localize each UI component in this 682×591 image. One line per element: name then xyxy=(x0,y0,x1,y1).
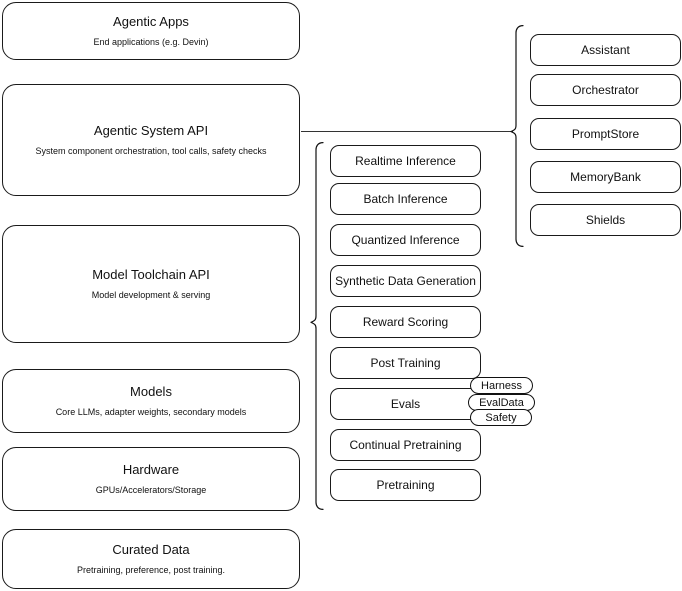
agentic-component-box[interactable]: Orchestrator xyxy=(530,74,681,106)
stack-layer-title: Models xyxy=(130,384,172,400)
stack-layer-subtitle: End applications (e.g. Devin) xyxy=(93,36,209,47)
stack-layer-title: Agentic Apps xyxy=(113,14,189,30)
stack-layer-box[interactable]: Agentic System API System component orche… xyxy=(2,84,300,196)
toolchain-component-box[interactable]: Batch Inference xyxy=(330,183,481,215)
toolchain-component-box[interactable]: Reward Scoring xyxy=(330,306,481,338)
toolchain-component-box[interactable]: Synthetic Data Generation xyxy=(330,265,481,297)
connector-line xyxy=(301,131,513,132)
agentic-component-box[interactable]: PromptStore xyxy=(530,118,681,150)
agentic-component-box[interactable]: Assistant xyxy=(530,34,681,66)
stack-layer-title: Model Toolchain API xyxy=(92,267,210,283)
evals-badge[interactable]: Harness xyxy=(470,377,533,394)
toolchain-component-box[interactable]: Realtime Inference xyxy=(330,145,481,177)
stack-layer-subtitle: Model development & serving xyxy=(91,289,211,300)
stack-layer-subtitle: Core LLMs, adapter weights, secondary mo… xyxy=(55,406,247,417)
toolchain-brace xyxy=(310,142,324,510)
toolchain-component-box[interactable]: Quantized Inference xyxy=(330,224,481,256)
stack-layer-title: Agentic System API xyxy=(93,123,209,139)
agentic-component-box[interactable]: MemoryBank xyxy=(530,161,681,193)
stack-layer-box[interactable]: Model Toolchain API Model development & s… xyxy=(2,225,300,343)
stack-layer-subtitle: System component orchestration, tool cal… xyxy=(35,145,267,156)
stack-layer-title: Curated Data xyxy=(112,542,190,558)
agentic-component-box[interactable]: Shields xyxy=(530,204,681,236)
toolchain-component-box[interactable]: Continual Pretraining xyxy=(330,429,481,461)
stack-layer-title: Hardware xyxy=(122,462,180,478)
stack-layer-subtitle: Pretraining, preference, post training. xyxy=(76,564,226,575)
brace-path xyxy=(310,142,324,510)
brace-path xyxy=(510,25,524,247)
toolchain-component-box[interactable]: Post Training xyxy=(330,347,481,379)
evals-badge[interactable]: Safety xyxy=(470,409,532,426)
stack-layer-subtitle: GPUs/Accelerators/Storage xyxy=(95,484,207,495)
agentic-brace xyxy=(510,25,524,247)
toolchain-component-box[interactable]: Pretraining xyxy=(330,469,481,501)
toolchain-component-box[interactable]: Evals xyxy=(330,388,481,420)
